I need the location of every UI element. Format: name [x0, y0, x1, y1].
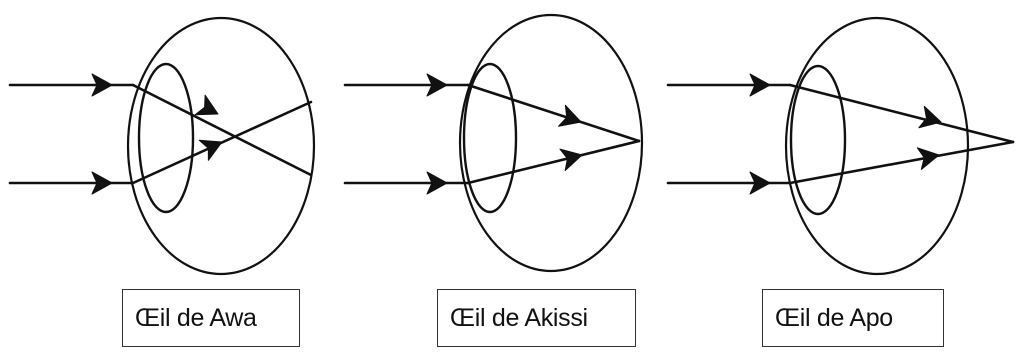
arrow-head — [560, 144, 585, 170]
refracted-ray-top-apo — [790, 85, 1013, 142]
arrow-head — [199, 132, 226, 160]
eyeball-akissi — [460, 15, 642, 271]
eye-label-akissi: Œil de Akissi — [437, 289, 636, 347]
arrow-head — [917, 144, 941, 169]
refracted-ray-top-awa — [133, 85, 311, 175]
eyeball-apo — [786, 18, 968, 274]
eye-label-awa: Œil de Awa — [122, 289, 300, 347]
lens-awa — [139, 64, 193, 212]
refracted-ray-top-akissi — [468, 85, 639, 141]
refracted-ray-bottom-apo — [790, 142, 1013, 183]
refracted-ray-bottom-akissi — [468, 141, 639, 183]
eyeball-awa — [128, 18, 314, 274]
eye-apo — [668, 18, 1013, 274]
eye-awa — [10, 18, 314, 274]
eye-label-apo: Œil de Apo — [762, 289, 944, 347]
arrow-head — [559, 105, 585, 132]
eye-akissi — [345, 15, 642, 271]
